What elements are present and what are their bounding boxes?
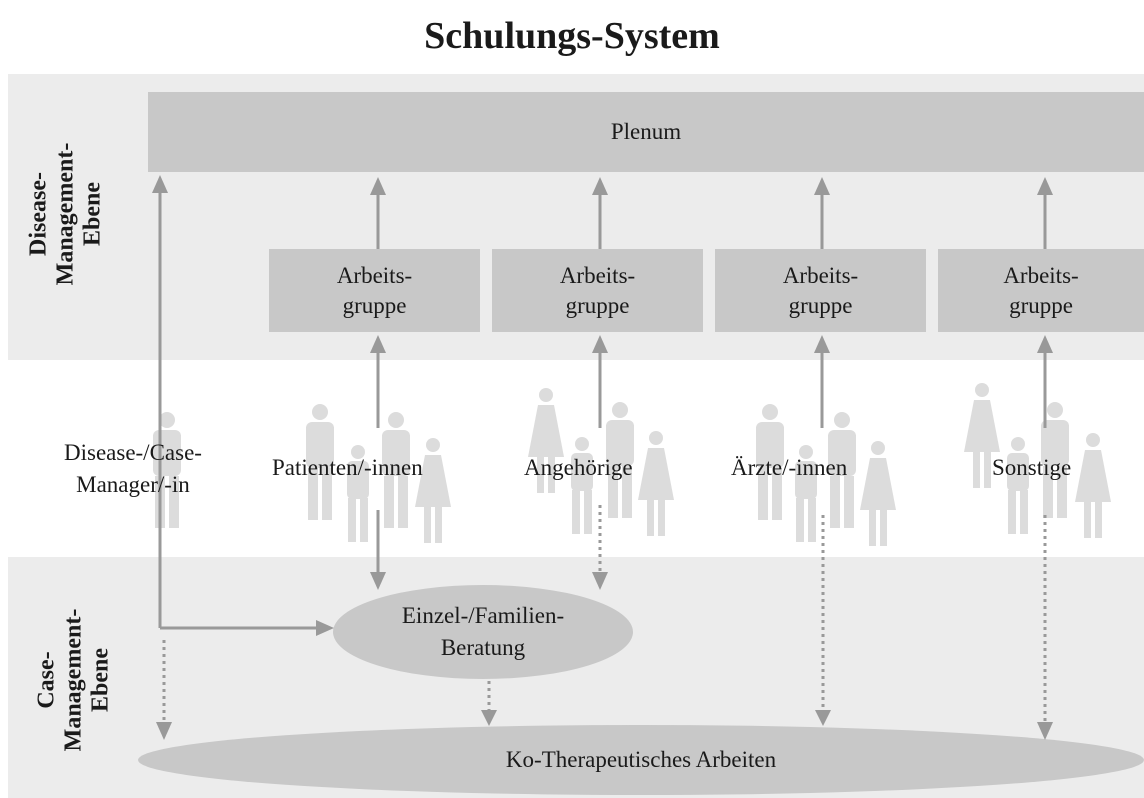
working-group-label: Arbeits-	[559, 262, 636, 288]
co-therapeutic-label: Ko-Therapeutisches Arbeiten	[505, 747, 777, 772]
group-label-relatives: Angehörige	[524, 455, 633, 480]
working-group-label: gruppe	[342, 292, 407, 318]
arrowhead-up-icon	[1037, 177, 1053, 195]
arrowhead-up-icon	[814, 177, 830, 195]
working-group-label: Arbeits-	[336, 262, 413, 288]
arrowhead-up-icon	[592, 177, 608, 195]
arrowhead-down-icon	[815, 710, 831, 726]
arrowhead-up-icon	[814, 335, 830, 353]
working-group-box: Arbeits-gruppe	[938, 249, 1144, 332]
arrowhead-down-icon	[370, 572, 386, 590]
working-group-box: Arbeits-gruppe	[715, 249, 926, 332]
manager-label: Disease-/Case- Manager/-in	[64, 437, 202, 501]
arrowhead-down-icon	[1037, 722, 1053, 740]
arrowhead-down-icon	[156, 722, 172, 740]
individual-family-counseling-ellipse: Einzel-/Familien- Beratung	[333, 585, 633, 679]
counseling-label: Einzel-/Familien-	[401, 603, 565, 628]
working-group-box: Arbeits-gruppe	[269, 249, 480, 332]
working-group-label: gruppe	[565, 292, 630, 318]
counseling-label: Beratung	[440, 635, 526, 660]
group-label-doctors: Ärzte/-innen	[731, 455, 848, 480]
manager-label-line: Disease-/Case-	[64, 440, 202, 465]
arrowhead-up-icon	[152, 175, 168, 193]
working-group-label: Arbeits-	[782, 262, 859, 288]
arrowhead-up-icon	[592, 335, 608, 353]
arrowhead-up-icon	[370, 335, 386, 353]
arrowhead-up-icon	[370, 177, 386, 195]
diagram-title: Schulungs-System	[424, 15, 720, 57]
working-group-label: gruppe	[1009, 292, 1073, 318]
working-group-box: Arbeits-gruppe	[492, 249, 703, 332]
co-therapeutic-work-ellipse: Ko-Therapeutisches Arbeiten	[138, 725, 1144, 795]
arrowhead-down-icon	[592, 572, 608, 590]
arrowhead-up-icon	[1037, 335, 1053, 353]
working-group-label: Arbeits-	[1003, 262, 1079, 288]
arrowhead-right-icon	[316, 620, 334, 636]
group-label-patients: Patienten/-innen	[272, 455, 423, 480]
plenum-box: Plenum	[148, 92, 1144, 172]
group-label-others: Sonstige	[992, 455, 1072, 480]
plenum-label: Plenum	[610, 119, 682, 144]
manager-label-line: Manager/-in	[76, 472, 190, 497]
working-group-label: gruppe	[788, 292, 853, 318]
arrowhead-down-icon	[481, 710, 497, 726]
